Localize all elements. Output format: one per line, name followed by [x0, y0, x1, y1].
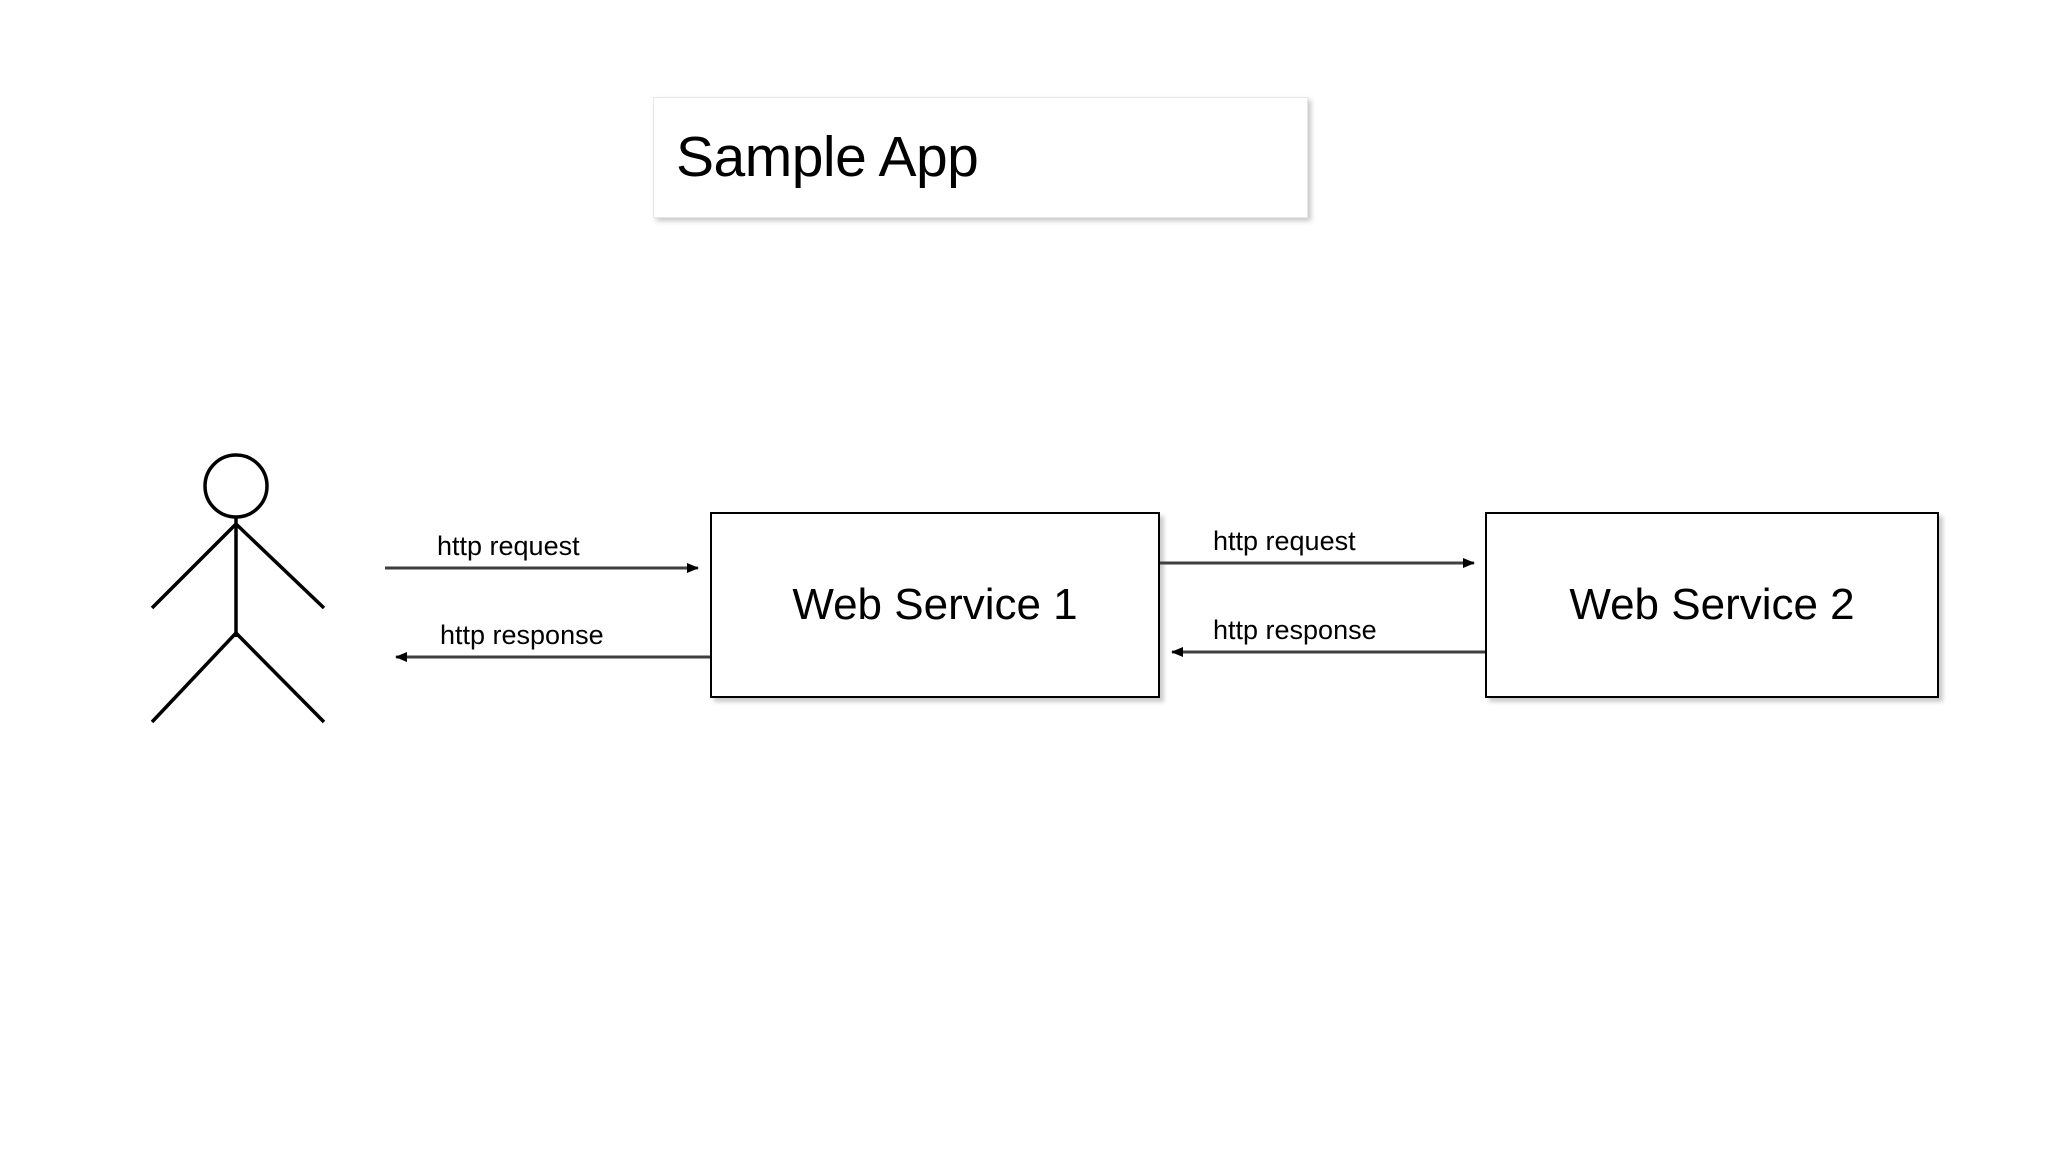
actor-arm-right-icon — [234, 522, 326, 610]
node-label-web-service-1: Web Service 1 — [792, 580, 1078, 629]
edge-label-user-to-ws1-request: http request — [437, 531, 580, 561]
actor-head-icon — [203, 453, 269, 519]
node-web-service-2[interactable]: Web Service 2 — [1485, 512, 1939, 698]
edge-label-ws1-to-user-response: http response — [440, 620, 604, 650]
user-stick-figure-icon[interactable] — [150, 453, 326, 724]
actor-leg-left-icon — [150, 631, 238, 724]
page-title: Sample App — [676, 125, 979, 189]
actor-leg-right-icon — [234, 631, 326, 724]
actor-arm-left-icon — [150, 522, 238, 610]
node-label-web-service-2: Web Service 2 — [1569, 580, 1855, 629]
edge-label-ws2-to-ws1-response: http response — [1213, 615, 1377, 645]
node-web-service-1[interactable]: Web Service 1 — [710, 512, 1160, 698]
diagram-title-card[interactable]: Sample App — [653, 97, 1308, 218]
edge-label-ws1-to-ws2-request: http request — [1213, 526, 1356, 556]
